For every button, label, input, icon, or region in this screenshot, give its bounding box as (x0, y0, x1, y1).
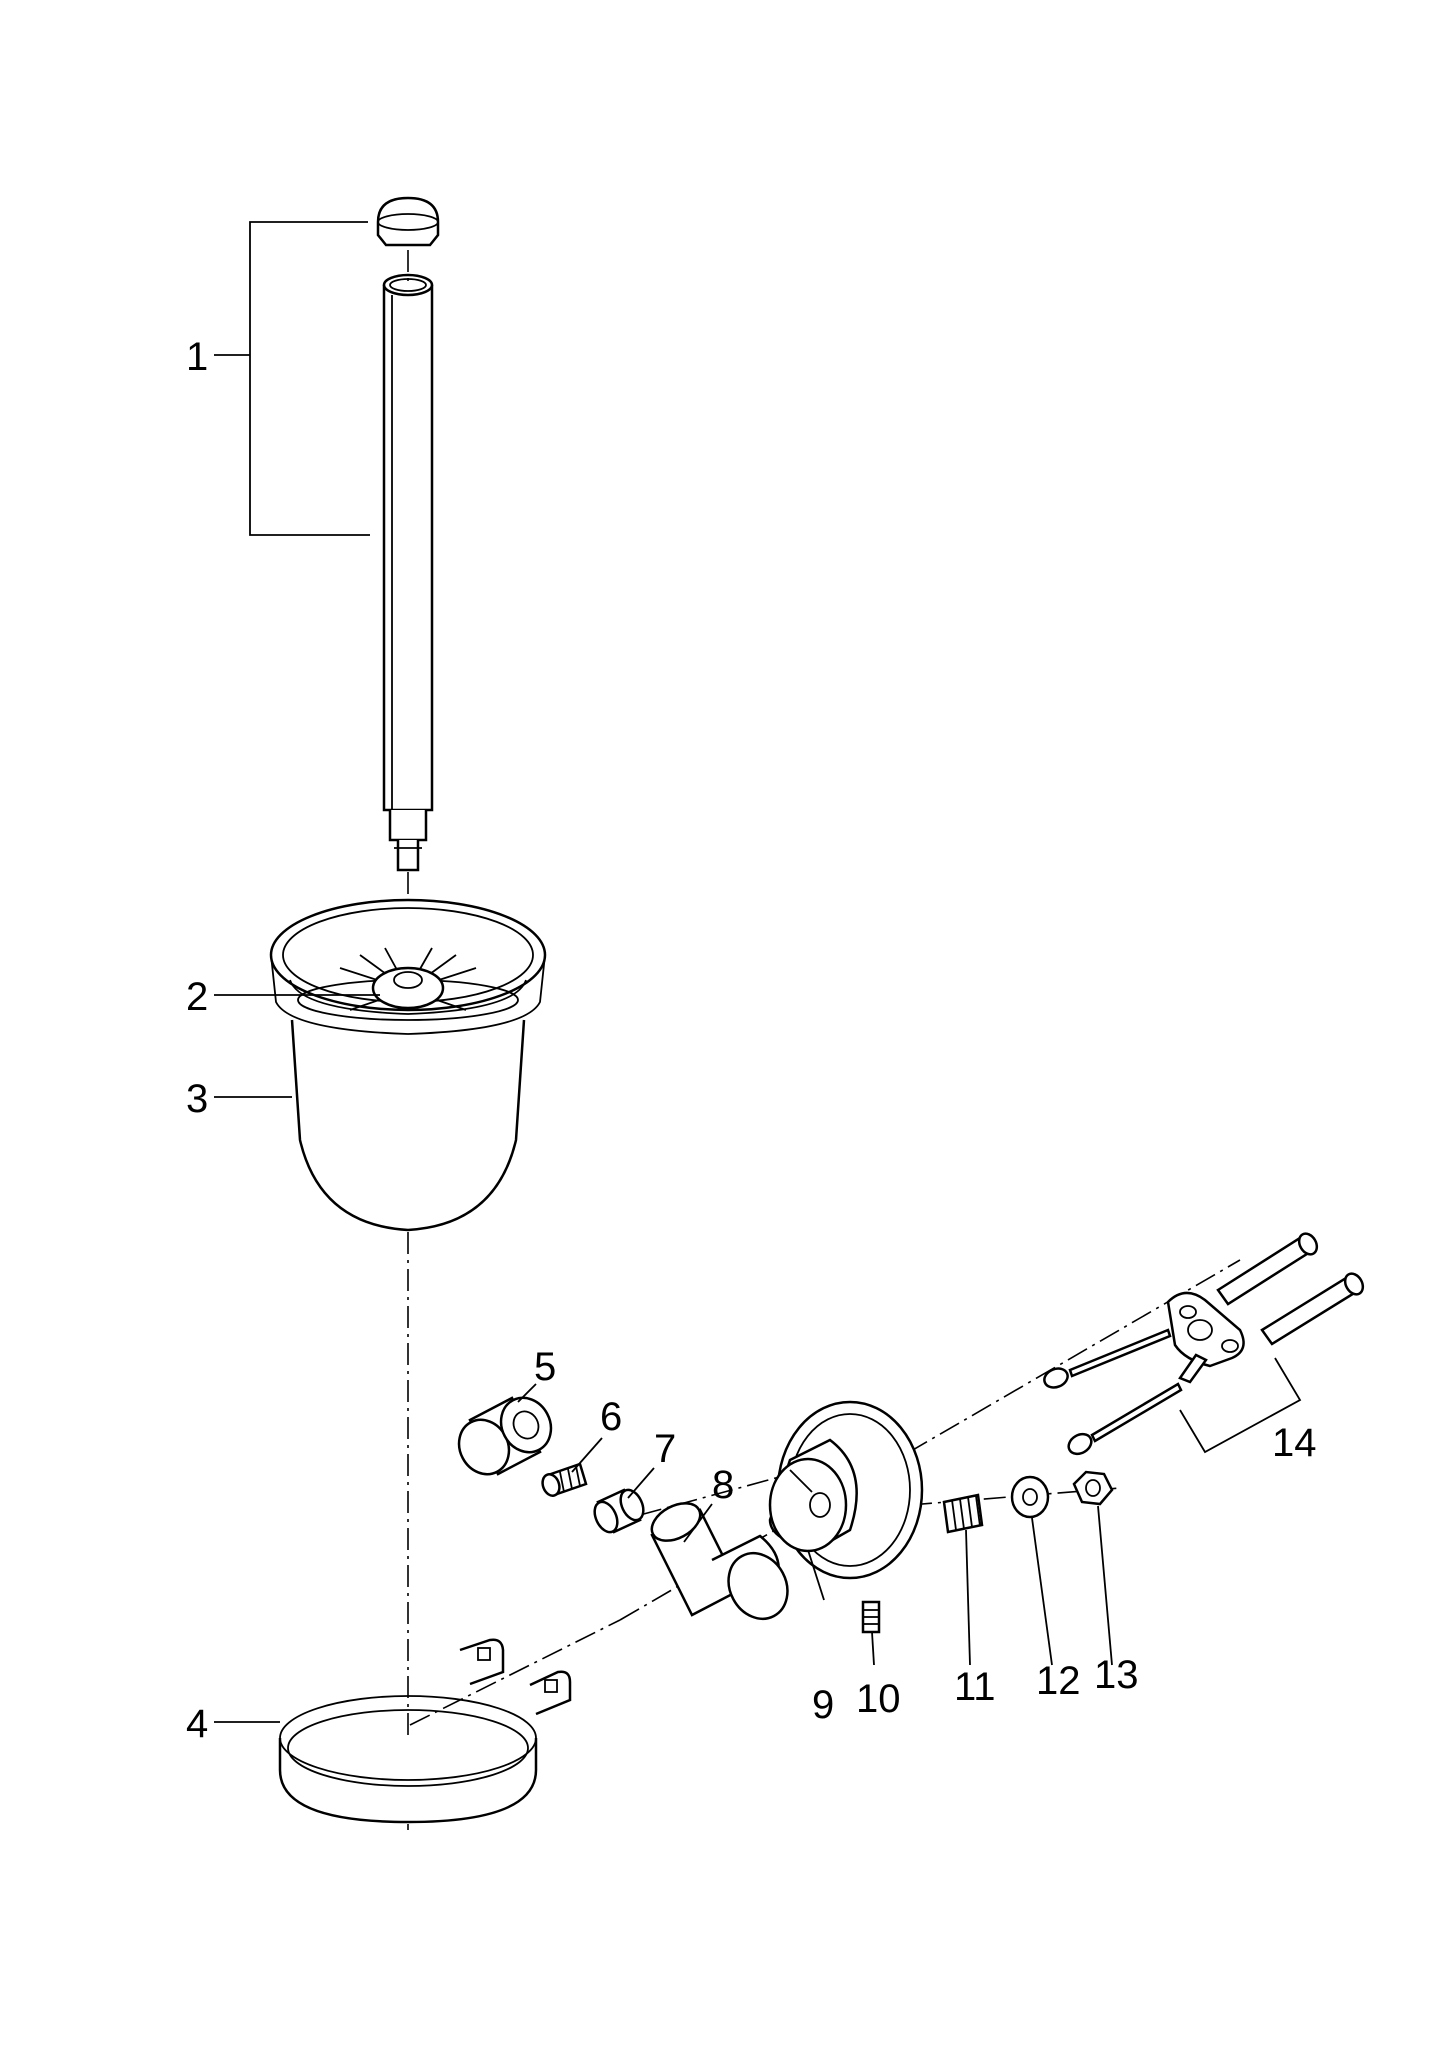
callout-8: 8 (712, 1463, 734, 1507)
callout-3: 3 (186, 1077, 208, 1121)
callout-6: 6 (600, 1395, 622, 1439)
part-3-glass-bowl (269, 898, 547, 1232)
callout-9: 9 (812, 1683, 834, 1727)
part-5-sleeve (457, 1396, 553, 1476)
callout-4: 4 (186, 1702, 208, 1746)
handle-tube (382, 273, 434, 872)
handle-cap (376, 196, 440, 247)
callout-10: 10 (856, 1677, 901, 1721)
part-10-set-screw (861, 1600, 881, 1634)
callout-1: 1 (186, 335, 208, 379)
callout-11: 11 (954, 1665, 996, 1709)
part-1-brush-handle (376, 196, 440, 1000)
part-11-threaded-stud (942, 1493, 984, 1534)
part-6-screw (541, 1462, 588, 1497)
callout-5: 5 (534, 1345, 556, 1389)
callout-2: 2 (186, 975, 208, 1019)
part-2-brush-insert (297, 947, 519, 1021)
callout-1-bracket (214, 221, 370, 536)
callout-7: 7 (654, 1427, 676, 1471)
part-9-wall-rosette (768, 1400, 924, 1580)
callout-12: 12 (1036, 1659, 1081, 1703)
callout-13: 13 (1094, 1653, 1139, 1697)
part-13-hex-nut (1072, 1470, 1114, 1506)
part-12-washer (1010, 1475, 1050, 1519)
part-7-coupling (593, 1488, 645, 1534)
leader-lines (214, 994, 1113, 1723)
callout-14: 14 (1272, 1421, 1317, 1465)
part-4-ring-holder (278, 1619, 621, 1824)
part-14-mounting-kit (1043, 1232, 1365, 1456)
callout-numbers: 1 2 3 4 5 6 7 8 9 10 11 12 13 14 (186, 335, 1317, 1746)
part-8-arm (650, 1502, 789, 1621)
